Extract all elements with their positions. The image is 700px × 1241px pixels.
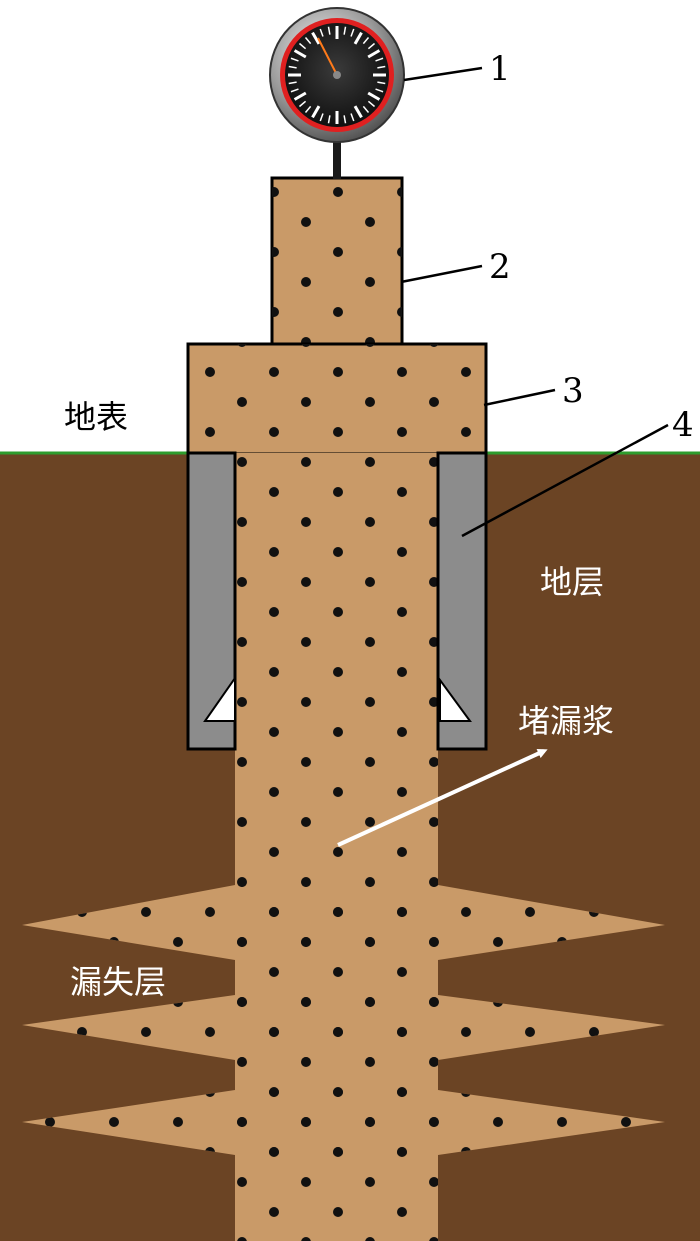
formation-label: 地层	[540, 563, 604, 601]
leader-3	[483, 388, 556, 407]
gauge-tick	[367, 91, 381, 101]
gauge-tick	[353, 105, 363, 119]
gauge-tick	[293, 49, 307, 59]
casing-shoe-left	[203, 674, 236, 722]
pressure-gauge-icon	[269, 7, 405, 179]
gauge-tick	[350, 113, 355, 122]
leader-1	[403, 66, 483, 82]
gauge-tick	[343, 26, 347, 35]
gauge-tick	[350, 28, 355, 37]
gauge-tick	[362, 36, 370, 45]
gauge-tick	[290, 88, 299, 93]
surface-label: 地表	[64, 398, 128, 436]
gauge-tick	[298, 100, 307, 108]
gauge-tick	[298, 42, 307, 50]
gauge-tick	[367, 100, 376, 108]
gauge-tick	[375, 88, 384, 93]
loss-zone-label: 漏失层	[70, 963, 166, 1001]
gauge-tick	[311, 31, 321, 45]
plugging-slurry-label: 堵漏浆	[518, 702, 614, 740]
gauge-tick	[319, 28, 324, 37]
wellhead-dots	[188, 344, 486, 454]
gauge-tick	[327, 26, 331, 35]
gauge-tick	[367, 42, 376, 50]
gauge-tick	[343, 115, 347, 124]
slurry-body	[22, 176, 665, 1241]
callout-3-label: 3	[562, 371, 584, 411]
borehole-dots	[235, 453, 438, 1241]
gauge-tick	[304, 36, 312, 45]
gauge-tick	[362, 105, 370, 114]
gauge-stem	[333, 135, 341, 179]
casing-shoe-right	[439, 676, 472, 722]
gauge-tick	[304, 105, 312, 114]
gauge-tick	[311, 105, 321, 119]
gauge-tick	[377, 65, 386, 69]
callout-2-label: 2	[489, 247, 511, 287]
leader-4	[461, 423, 669, 538]
leader-2	[400, 264, 483, 284]
slurry-pipe-dots	[272, 178, 402, 346]
gauge-tick	[327, 115, 331, 124]
gauge-tick	[353, 31, 363, 45]
gauge-tick	[288, 81, 297, 85]
gauge-tick	[377, 81, 386, 85]
gauge-tick	[319, 113, 324, 122]
gauge-tick	[367, 49, 381, 59]
gauge-hub	[333, 71, 341, 79]
callout-1-label: 1	[489, 49, 511, 89]
callout-4-label: 4	[672, 405, 694, 445]
casing	[186, 451, 488, 751]
gauge-ticks	[288, 26, 386, 124]
gauge-tick	[288, 65, 297, 69]
gauge-tick	[293, 91, 307, 101]
gauge-tick	[290, 57, 299, 62]
gauge-needle	[317, 37, 338, 76]
gauge-tick	[375, 57, 384, 62]
slurry-arrow	[337, 748, 548, 847]
